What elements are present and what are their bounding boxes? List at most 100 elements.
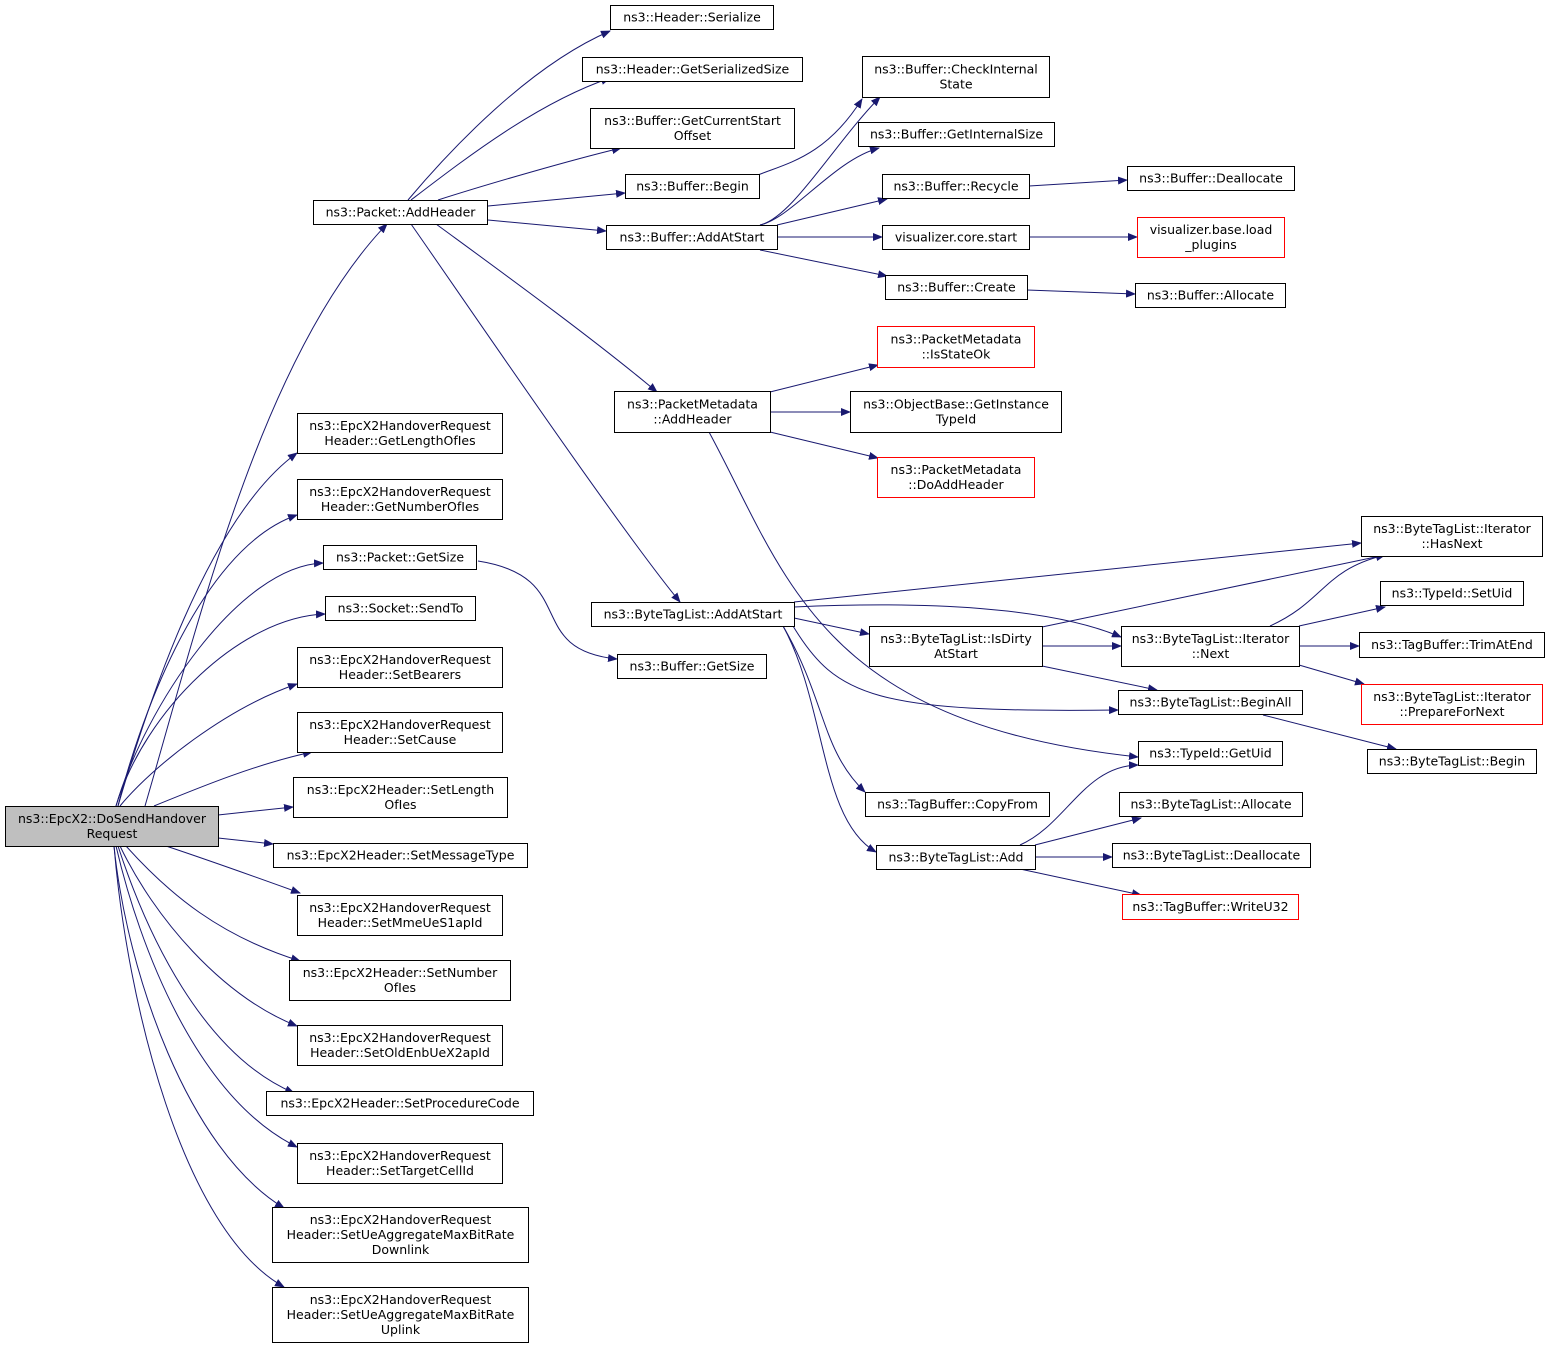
node-set-mme[interactable]: ns3::EpcX2HandoverRequestHeader::SetMmeU…	[297, 895, 503, 936]
node-label: ns3::TagBuffer::WriteU32	[1132, 899, 1288, 914]
call-edge	[217, 837, 274, 848]
node-box	[273, 843, 528, 868]
node-typeid-setuid[interactable]: ns3::TypeId::SetUid	[1380, 581, 1524, 606]
call-edge	[115, 559, 324, 807]
node-label: ::Next	[1192, 646, 1230, 661]
node-sock-sendto[interactable]: ns3::Socket::SendTo	[325, 596, 476, 621]
node-label: Header::SetUeAggregateMaxBitRate	[287, 1307, 515, 1322]
node-label: ns3::ByteTagList::Allocate	[1130, 797, 1291, 812]
node-box	[323, 545, 477, 570]
node-btl-add[interactable]: ns3::ByteTagList::Add	[876, 845, 1036, 870]
node-set-cause[interactable]: ns3::EpcX2HandoverRequestHeader::SetCaus…	[297, 712, 503, 753]
node-buf-create[interactable]: ns3::Buffer::Create	[885, 275, 1028, 300]
node-box	[877, 457, 1035, 498]
node-label: ns3::Buffer::Allocate	[1147, 288, 1275, 303]
node-buf-allocate[interactable]: ns3::Buffer::Allocate	[1135, 283, 1286, 308]
node-buf-getsize[interactable]: ns3::Buffer::GetSize	[617, 654, 767, 679]
node-box	[869, 626, 1043, 667]
node-buf-begin[interactable]: ns3::Buffer::Begin	[625, 174, 760, 199]
node-btl-beginall[interactable]: ns3::ByteTagList::BeginAll	[1118, 690, 1303, 715]
call-edge	[1034, 816, 1142, 846]
node-label: ns3::Header::GetSerializedSize	[596, 62, 790, 77]
node-pkt-addheader[interactable]: ns3::Packet::AddHeader	[313, 200, 488, 225]
node-pm-addheader[interactable]: ns3::PacketMetadata::AddHeader	[614, 391, 771, 433]
node-set-target[interactable]: ns3::EpcX2HandoverRequestHeader::SetTarg…	[297, 1143, 503, 1184]
node-typeid-getuid[interactable]: ns3::TypeId::GetUid	[1138, 741, 1283, 766]
node-label: ns3::ByteTagList::AddAtStart	[604, 607, 783, 622]
node-label: ns3::ByteTagList::Iterator	[1373, 521, 1531, 536]
node-label: ns3::Buffer::Begin	[636, 179, 749, 194]
node-label: ns3::ByteTagList::IsDirty	[880, 631, 1032, 646]
node-set-oldenb[interactable]: ns3::EpcX2HandoverRequestHeader::SetOldE…	[297, 1025, 503, 1066]
node-buf-deallocate[interactable]: ns3::Buffer::Deallocate	[1127, 166, 1295, 191]
node-label: ns3::TypeId::GetUid	[1149, 746, 1271, 761]
node-box	[297, 1143, 503, 1184]
node-set-ue-up[interactable]: ns3::EpcX2HandoverRequestHeader::SetUeAg…	[272, 1287, 529, 1343]
node-box	[591, 602, 795, 627]
node-box	[1380, 581, 1524, 606]
node-label: visualizer.core.start	[895, 230, 1017, 245]
node-pkt-getsize[interactable]: ns3::Packet::GetSize	[323, 545, 477, 570]
call-edge	[115, 845, 298, 1148]
node-btl-begin[interactable]: ns3::ByteTagList::Begin	[1367, 749, 1537, 774]
node-set-ue-down[interactable]: ns3::EpcX2HandoverRequestHeader::SetUeAg…	[272, 1207, 529, 1263]
node-box	[876, 845, 1036, 870]
node-vis-load-plugins[interactable]: visualizer.base.load_plugins	[1137, 217, 1285, 258]
node-box	[1367, 749, 1537, 774]
node-box	[858, 122, 1055, 147]
node-get-len-ofies[interactable]: ns3::EpcX2HandoverRequestHeader::GetLeng…	[297, 413, 503, 454]
node-tb-copyfrom[interactable]: ns3::TagBuffer::CopyFrom	[865, 792, 1050, 817]
node-label: ns3::ByteTagList::Iterator	[1132, 631, 1290, 646]
node-buf-getinternalsize[interactable]: ns3::Buffer::GetInternalSize	[858, 122, 1055, 147]
node-label: ::PrepareForNext	[1399, 704, 1504, 719]
node-set-bearers[interactable]: ns3::EpcX2HandoverRequestHeader::SetBear…	[297, 647, 503, 688]
node-box	[313, 200, 488, 225]
node-label: ns3::Buffer::Recycle	[893, 179, 1018, 194]
node-btl-it-hasnext[interactable]: ns3::ByteTagList::Iterator::HasNext	[1361, 516, 1543, 557]
node-box	[610, 5, 774, 30]
node-label: Downlink	[372, 1242, 430, 1257]
node-pm-doaddheader[interactable]: ns3::PacketMetadata::DoAddHeader	[877, 457, 1035, 498]
node-label: ns3::EpcX2HandoverRequest	[310, 1292, 492, 1307]
node-btl-it-preparefornext[interactable]: ns3::ByteTagList::Iterator::PrepareForNe…	[1361, 684, 1543, 725]
node-label: ::AddHeader	[653, 412, 732, 427]
node-buf-addatstart[interactable]: ns3::Buffer::AddAtStart	[606, 225, 778, 250]
node-btl-deallocate[interactable]: ns3::ByteTagList::Deallocate	[1112, 843, 1311, 868]
node-set-proc[interactable]: ns3::EpcX2Header::SetProcedureCode	[266, 1091, 534, 1116]
call-edge	[410, 77, 611, 201]
node-box	[297, 895, 503, 936]
node-buf-recycle[interactable]: ns3::Buffer::Recycle	[882, 174, 1030, 199]
node-box	[1137, 217, 1285, 258]
node-label: visualizer.base.load	[1150, 222, 1273, 237]
node-box	[297, 479, 503, 520]
node-label: OfIes	[384, 797, 416, 812]
call-edge	[119, 845, 298, 1027]
node-hdr-serialize[interactable]: ns3::Header::Serialize	[610, 5, 774, 30]
node-set-msgtype[interactable]: ns3::EpcX2Header::SetMessageType	[273, 843, 528, 868]
node-pm-isstateok[interactable]: ns3::PacketMetadata::IsStateOk	[877, 326, 1035, 368]
node-label: ns3::EpcX2Header::SetLength	[307, 782, 494, 797]
call-edge	[1026, 289, 1136, 298]
call-edge	[782, 625, 866, 793]
node-get-num-ofies[interactable]: ns3::EpcX2HandoverRequestHeader::GetNumb…	[297, 479, 503, 520]
node-vis-core-start[interactable]: visualizer.core.start	[882, 225, 1030, 250]
call-edge	[487, 189, 626, 207]
node-label: ns3::EpcX2Header::SetMessageType	[287, 848, 515, 863]
node-btl-addatstart[interactable]: ns3::ByteTagList::AddAtStart	[591, 602, 795, 627]
node-tb-trimatend[interactable]: ns3::TagBuffer::TrimAtEnd	[1359, 632, 1545, 658]
node-btl-allocate[interactable]: ns3::ByteTagList::Allocate	[1119, 792, 1303, 817]
node-label: TypeId	[935, 412, 976, 427]
node-hdr-getsersize[interactable]: ns3::Header::GetSerializedSize	[582, 57, 803, 82]
node-btl-it-next[interactable]: ns3::ByteTagList::Iterator::Next	[1121, 626, 1300, 667]
node-tb-writeu32[interactable]: ns3::TagBuffer::WriteU32	[1122, 894, 1299, 920]
node-label: OfIes	[384, 980, 416, 995]
call-edge	[117, 452, 298, 807]
